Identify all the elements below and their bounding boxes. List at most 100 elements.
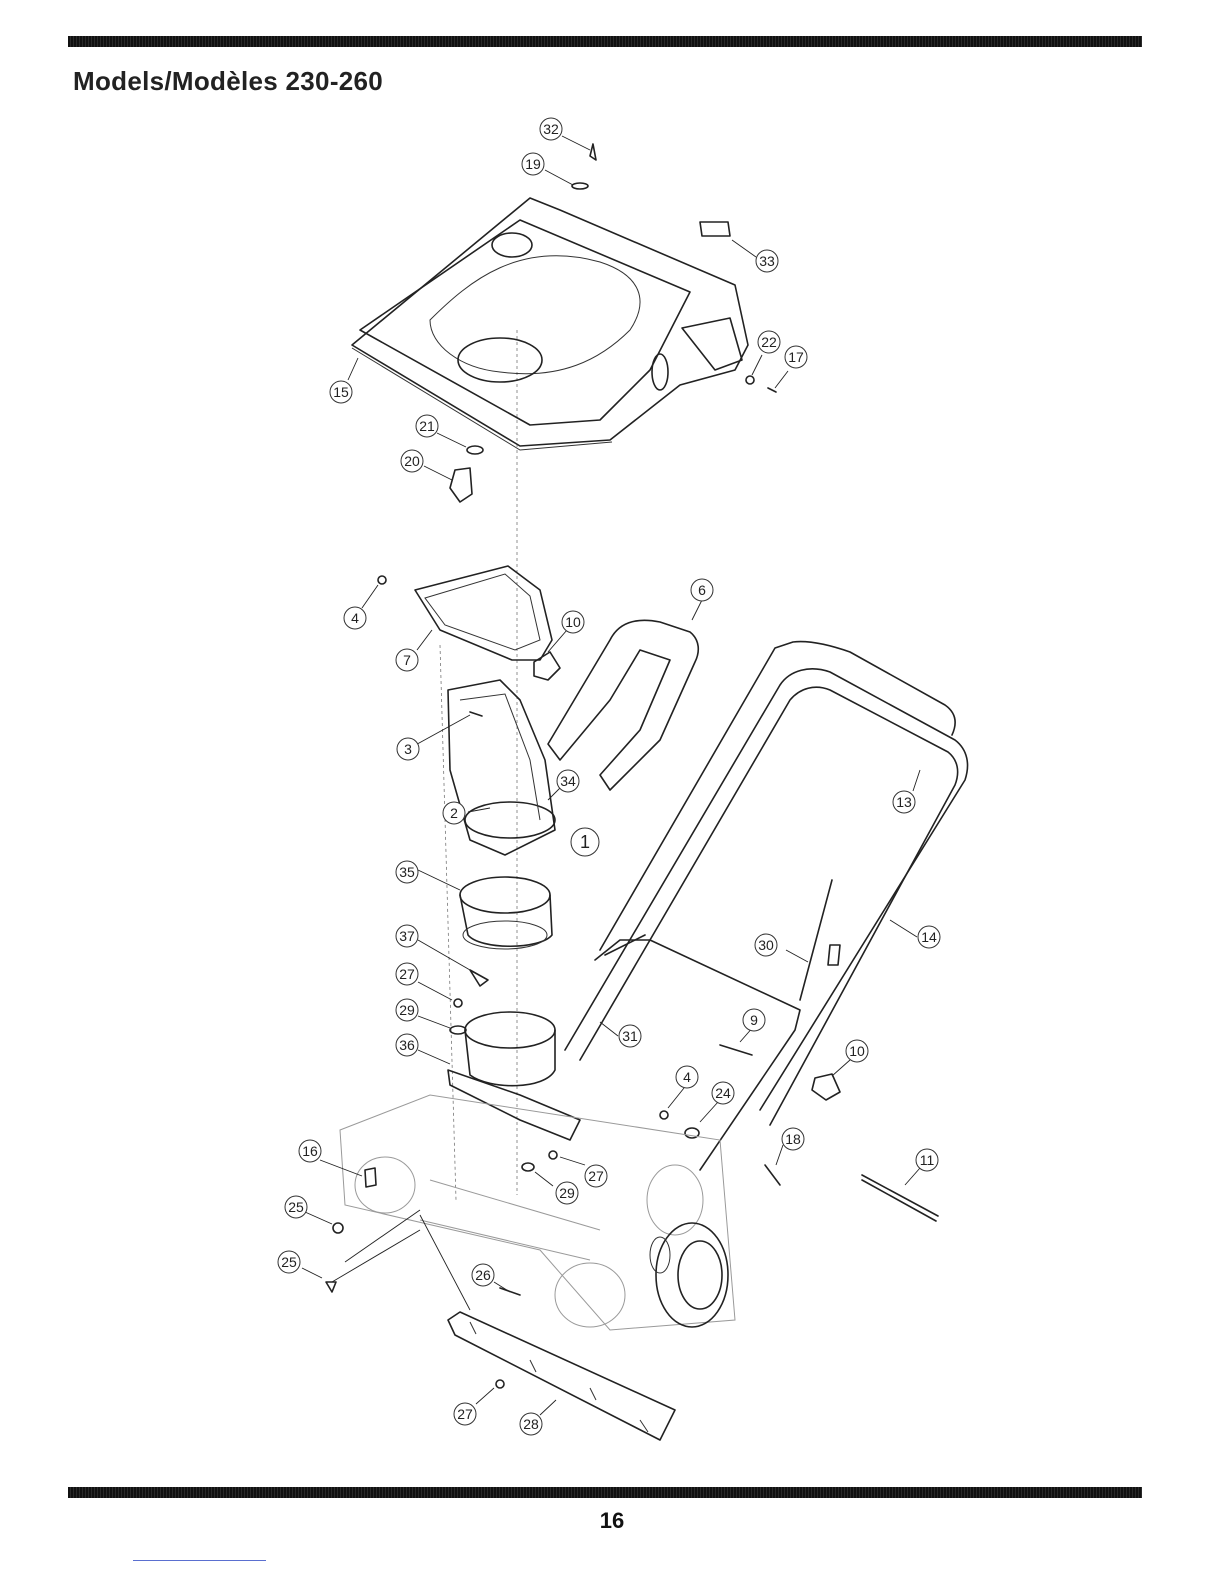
callout-15: 15	[330, 381, 352, 403]
svg-text:9: 9	[750, 1012, 758, 1028]
svg-text:27: 27	[457, 1406, 473, 1422]
callout-13: 13	[893, 791, 915, 813]
svg-text:31: 31	[622, 1028, 638, 1044]
svg-text:24: 24	[715, 1085, 731, 1101]
callout-34: 34	[557, 770, 579, 792]
svg-text:3: 3	[404, 741, 412, 757]
shave-plate-part	[470, 1322, 648, 1432]
deflector-part	[415, 566, 552, 660]
wheel-part	[656, 1223, 728, 1327]
svg-text:10: 10	[849, 1043, 865, 1059]
callout-29: 29	[556, 1182, 578, 1204]
callout-11: 11	[916, 1149, 938, 1171]
bolt-part	[326, 1282, 336, 1292]
svg-text:6: 6	[698, 582, 706, 598]
callout-26: 26	[472, 1264, 494, 1286]
shroud-part	[352, 198, 748, 450]
nut-part	[378, 576, 386, 584]
washer-part	[467, 446, 483, 454]
svg-text:25: 25	[288, 1199, 304, 1215]
rod-part	[862, 1180, 936, 1221]
alignment-line	[440, 645, 456, 1200]
svg-text:15: 15	[333, 384, 349, 400]
washer-part	[572, 183, 588, 189]
callout-4: 4	[344, 607, 366, 629]
callout-36: 36	[396, 1034, 418, 1056]
footer-link-underline	[133, 1560, 266, 1561]
leader-line	[420, 1215, 470, 1310]
bolt-part	[470, 712, 482, 716]
callout-25: 25	[278, 1251, 300, 1273]
callout-35: 35	[396, 861, 418, 883]
svg-text:11: 11	[920, 1152, 935, 1168]
knob-part	[534, 652, 560, 680]
washer-part	[522, 1163, 534, 1171]
svg-text:4: 4	[351, 610, 359, 626]
callout-20: 20	[401, 450, 423, 472]
svg-text:25: 25	[281, 1254, 297, 1270]
callout-28: 28	[520, 1413, 542, 1435]
callout-32: 32	[540, 118, 562, 140]
ring-part	[460, 877, 552, 949]
screw-part	[768, 388, 776, 392]
knob-part	[812, 1074, 840, 1100]
cable-part	[800, 880, 832, 1000]
callout-27: 27	[585, 1165, 607, 1187]
svg-text:19: 19	[525, 156, 541, 172]
svg-text:27: 27	[399, 966, 415, 982]
svg-text:27: 27	[588, 1168, 604, 1184]
svg-text:2: 2	[450, 805, 458, 821]
svg-text:18: 18	[785, 1131, 801, 1147]
clip-part	[470, 970, 488, 986]
nut-part	[454, 999, 462, 1007]
nut-part	[333, 1223, 343, 1233]
callout-30: 30	[755, 934, 777, 956]
callout-1: 1	[571, 828, 599, 856]
svg-text:34: 34	[560, 773, 576, 789]
svg-text:28: 28	[523, 1416, 539, 1432]
svg-text:17: 17	[788, 349, 804, 365]
callout-27: 27	[454, 1403, 476, 1425]
callout-18: 18	[782, 1128, 804, 1150]
cap-part	[700, 222, 730, 236]
callout-4: 4	[676, 1066, 698, 1088]
handle-frame-part	[565, 642, 968, 1170]
svg-text:29: 29	[399, 1002, 415, 1018]
footer-rule	[68, 1487, 1142, 1498]
svg-text:22: 22	[761, 334, 777, 350]
chute-part	[448, 680, 555, 855]
callout-6: 6	[691, 579, 713, 601]
bolt-part	[720, 1045, 752, 1055]
nut-part	[660, 1111, 668, 1119]
callout-9: 9	[743, 1009, 765, 1031]
callout-7: 7	[396, 649, 418, 671]
bolt-part	[765, 1165, 780, 1185]
svg-text:26: 26	[475, 1267, 491, 1283]
callout-3: 3	[397, 738, 419, 760]
svg-text:32: 32	[543, 121, 559, 137]
callout-10: 10	[846, 1040, 868, 1062]
callout-14: 14	[918, 926, 940, 948]
callout-16: 16	[299, 1140, 321, 1162]
callout-17: 17	[785, 346, 807, 368]
leader-line	[345, 1210, 420, 1262]
wheel-part	[678, 1241, 722, 1309]
svg-text:35: 35	[399, 864, 415, 880]
svg-text:21: 21	[419, 418, 435, 434]
rod-part	[862, 1175, 938, 1216]
nut-part	[496, 1380, 504, 1388]
callout-27: 27	[396, 963, 418, 985]
svg-text:20: 20	[404, 453, 420, 469]
callout-29: 29	[396, 999, 418, 1021]
clip-part	[450, 468, 472, 502]
svg-text:4: 4	[683, 1069, 691, 1085]
svg-text:30: 30	[758, 937, 774, 953]
svg-text:13: 13	[896, 794, 912, 810]
svg-text:10: 10	[565, 614, 581, 630]
callout-19: 19	[522, 153, 544, 175]
washer-part	[450, 1026, 466, 1034]
svg-text:16: 16	[302, 1143, 318, 1159]
pin-part	[590, 144, 596, 160]
callout-10: 10	[562, 611, 584, 633]
